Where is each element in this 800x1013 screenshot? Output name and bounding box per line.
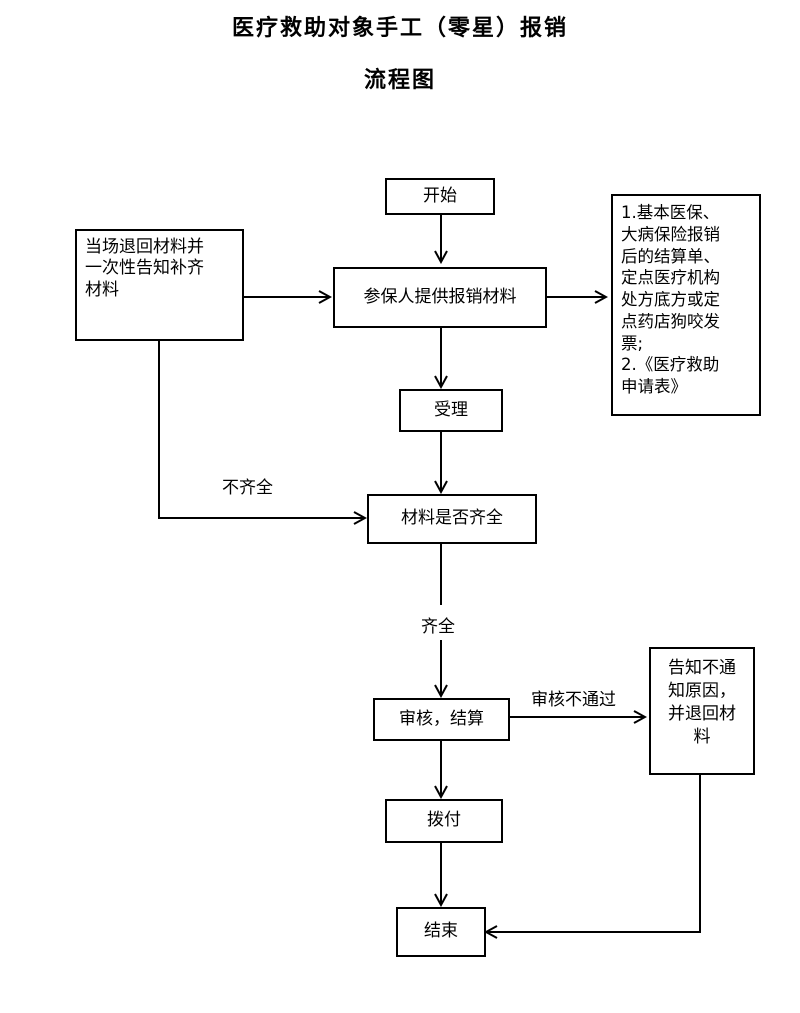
return-materials-node: 当场退回材料并 一次性告知补齐 材料 (75, 229, 244, 341)
check-complete-node: 材料是否齐全 (367, 494, 537, 544)
required-documents-note: 1.基本医保、 大病保险报销 后的结算单、 定点医疗机构 处方底方或定 点药店狗… (611, 194, 761, 416)
accept-node: 受理 (399, 389, 503, 432)
start-node: 开始 (385, 178, 495, 215)
notify-reject-node: 告知不通 知原因， 并退回材 料 (649, 647, 755, 775)
complete-label: 齐全 (421, 617, 455, 637)
review-settle-node: 审核，结算 (373, 698, 510, 741)
incomplete-label: 不齐全 (222, 478, 273, 498)
flowchart-title: 医疗救助对象手工（零星）报销 (231, 15, 568, 41)
arrow-incomplete-to-check (158, 341, 365, 518)
review-failed-label: 审核不通过 (531, 690, 616, 710)
arrow-notify-to-end (486, 774, 701, 932)
end-node: 结束 (396, 907, 486, 957)
submit-materials-node: 参保人提供报销材料 (333, 267, 547, 328)
flowchart-subtitle: 流程图 (363, 67, 436, 93)
payout-node: 拨付 (385, 799, 503, 843)
